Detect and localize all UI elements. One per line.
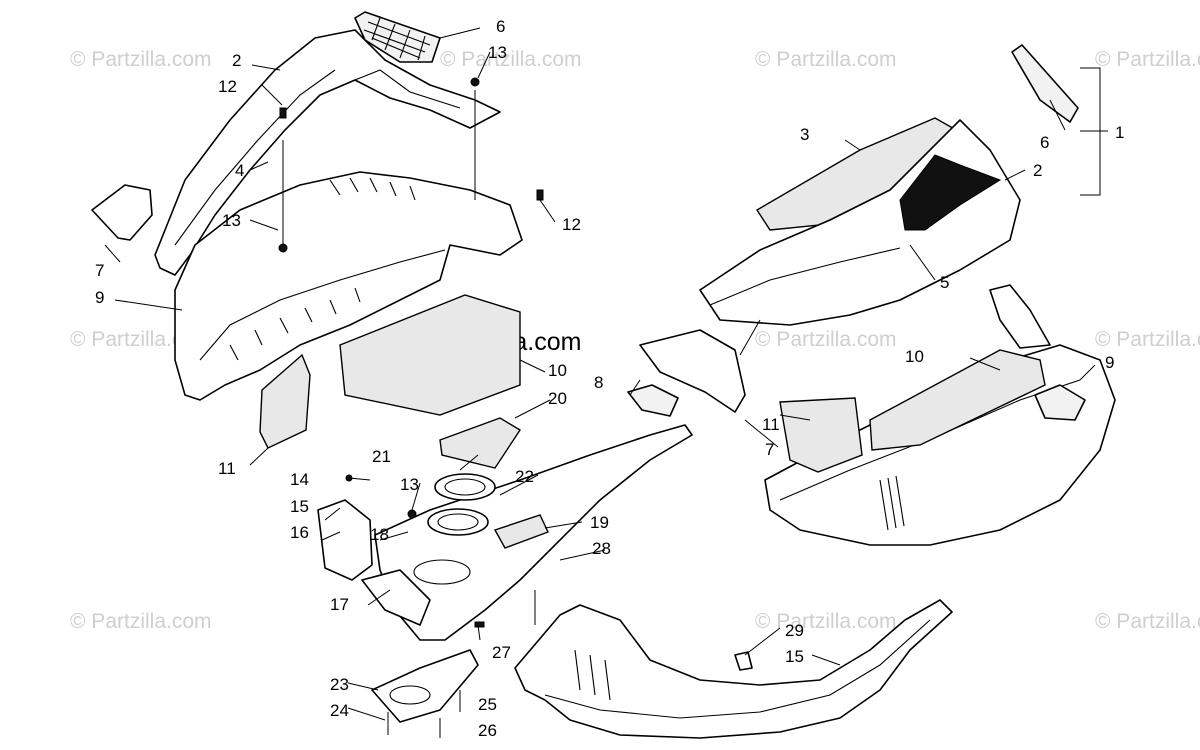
hood-upper-shell (154, 29, 501, 276)
side-bracket-16 (317, 499, 373, 581)
foam-pad (339, 294, 521, 416)
callout-18: 18 (370, 525, 389, 544)
callout-13: 13 (222, 211, 241, 230)
callout-12: 12 (218, 77, 237, 96)
callout-24: 24 (330, 701, 349, 720)
callout-13: 13 (488, 43, 507, 62)
watermark: © Partzilla.com (755, 48, 897, 71)
watermark: © Partzilla.com (1095, 328, 1200, 351)
callout-9: 9 (1105, 353, 1114, 372)
hood-assembly-right (627, 44, 1116, 546)
bolt-12 (279, 107, 287, 119)
hood-lower-pan-ribs (229, 287, 361, 361)
watermark: © Partzilla.com (1095, 48, 1200, 71)
plate-19 (493, 514, 549, 549)
callout-25: 25 (478, 695, 497, 714)
callout-2: 2 (1033, 161, 1042, 180)
callout-17: 17 (330, 595, 349, 614)
watermark: © Partzilla.com (1095, 610, 1200, 633)
callout-7: 7 (95, 261, 104, 280)
callout-14: 14 (290, 470, 309, 489)
gasket-ring-upper-inner (444, 478, 486, 496)
watermark: © Partzilla.com (70, 48, 212, 71)
bracket-17 (361, 569, 431, 626)
hood-graphic-stripe (899, 154, 1002, 231)
callout-2: 2 (232, 51, 241, 70)
windshield-trim (1011, 44, 1079, 123)
callout-10: 10 (548, 361, 567, 380)
callout-11: 11 (218, 459, 236, 478)
side-foam-right (779, 397, 863, 473)
leader-lines (104, 27, 1100, 721)
belly-pan-vent (1034, 384, 1086, 421)
pan-23 (371, 649, 479, 723)
callout-19: 19 (590, 513, 609, 532)
callout-28: 28 (592, 539, 611, 558)
callout-20: 20 (548, 389, 567, 408)
nut-13-upper (470, 77, 480, 87)
watermark: © Partzilla.com (440, 48, 582, 71)
callout-7: 7 (765, 440, 774, 459)
floor-port (413, 559, 471, 585)
watermark: © Partzilla.com (755, 610, 897, 633)
callout-15: 15 (785, 647, 804, 666)
hood-lower-pan-rim (199, 249, 446, 361)
callout-6: 6 (1040, 133, 1049, 152)
clip-29 (734, 651, 753, 671)
callout-21: 21 (372, 447, 391, 466)
hood-upper-crease (354, 69, 461, 109)
mini-grille (627, 384, 679, 417)
side-flap (639, 329, 746, 413)
callout-6: 6 (496, 17, 505, 36)
fastener-27 (474, 621, 485, 628)
callout-4: 4 (235, 161, 244, 180)
nut-13-lower (278, 243, 288, 253)
hood-upper-crease (174, 69, 336, 246)
vent-grille-mesh (363, 17, 431, 61)
callout-1: 1 (1115, 123, 1124, 142)
callout-22: 22 (515, 467, 534, 486)
callout-3: 3 (800, 125, 809, 144)
callout-27: 27 (492, 643, 511, 662)
foam-pad-right (869, 349, 1046, 451)
hood-lower-pan (174, 171, 523, 401)
step-rail-assembly (514, 599, 953, 739)
callout-5: 5 (940, 273, 949, 292)
bolt-12 (536, 189, 544, 201)
belly-pan-louvers (879, 475, 905, 531)
watermark: © Partzilla.com (70, 610, 212, 633)
hood-lower-pan-teeth (329, 177, 416, 201)
side-bracket (91, 184, 153, 241)
callout-15: 15 (290, 497, 309, 516)
nut-13-floor (407, 509, 417, 519)
callout-13: 13 (400, 475, 419, 494)
floor-assembly (317, 417, 693, 738)
gasket-ring-lower (427, 508, 489, 536)
step-rail (514, 599, 953, 739)
gasket-ring-lower-inner (437, 513, 479, 531)
watermark: © Partzilla.com (755, 328, 897, 351)
callout-9: 9 (95, 288, 104, 307)
plate-20 (439, 417, 521, 469)
step-rail-crease (544, 619, 931, 719)
callout-26: 26 (478, 721, 497, 740)
callout-10: 10 (905, 347, 924, 366)
callout-8: 8 (594, 373, 603, 392)
hood-assembly-left (91, 11, 544, 449)
callout-16: 16 (290, 523, 309, 542)
hood-top-crease (709, 247, 901, 306)
callout-12: 12 (562, 215, 581, 234)
pan-23-hole (389, 685, 431, 705)
callout-29: 29 (785, 621, 804, 640)
step-rail-slots (574, 649, 611, 701)
callout-labels: 2 12 4 13 7 9 11 6 13 12 10 20 3 1 6 2 5… (95, 17, 1124, 740)
callout-11: 11 (762, 415, 780, 434)
side-foam (259, 353, 311, 449)
belly-pan-bracket (989, 284, 1051, 349)
gasket-ring-upper (434, 473, 496, 501)
callout-23: 23 (330, 675, 349, 694)
